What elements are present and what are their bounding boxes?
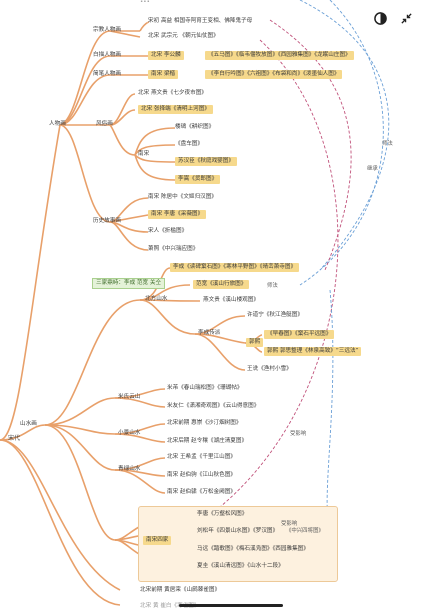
node-north-li[interactable]: 李成传派 [198,330,221,336]
node-landscape[interactable]: 山水画 [20,421,37,427]
node-mi-1[interactable]: 米芾《春山瑞松图》《珊瑚帖》 [167,385,243,391]
node-bottom-1[interactable]: 北宋前期 黄居寀《山鹧棘雀图》 [140,587,221,593]
node-rustic-1[interactable]: 南宋 梁楷 [148,70,179,79]
node-north-8[interactable]: 王诜《渔村小雪》 [247,366,292,372]
node-religious-2[interactable]: 北宋 武宗元 《朝元仙仗图》 [148,33,219,39]
node-genre-3[interactable]: 楼璹《耕织图》 [175,124,215,130]
node-literati-1[interactable]: 北宋 李公麟 [148,51,184,60]
node-genre-3b[interactable]: 《盘车图》 [175,141,203,147]
link-label-f: 受影响 [290,431,307,437]
node-genre-2[interactable]: 北宋 张择端《清明上河图》 [138,105,213,114]
link-label-d: 继承 [367,166,378,172]
node-literati[interactable]: 白描人物画 [93,52,121,58]
node-blue[interactable]: 青绿山水 [118,466,141,472]
node-blue-1[interactable]: 北宋 王希孟《千里江山图》 [167,454,236,460]
node-north-2[interactable]: 范宽《溪山行旅图》 [193,280,250,289]
theme-toggle-button[interactable] [372,10,388,26]
node-four-2[interactable]: 刘松年《四景山水图》《罗汉图》 [197,528,279,534]
node-north-6[interactable]: 郭熙 [246,338,264,347]
link-label-g: 受影响 [281,521,298,527]
node-figure-painting[interactable]: 人物画 [49,121,66,127]
node-genre-south[interactable]: 南宋 [138,151,150,157]
node-genre-5[interactable]: 李嵩《货郎图》 [175,175,221,184]
node-north[interactable]: 北方山水 [145,296,168,302]
node-blue-2[interactable]: 南宋 赵伯驹《江山秋色图》 [167,472,236,478]
collapse-arrows-icon [400,12,412,24]
node-north-5[interactable]: 《早春图》《窠石平远图》 [264,330,335,339]
collapse-button[interactable] [398,10,414,26]
node-genre-1[interactable]: 北宋 燕文贵《七夕夜市图》 [138,90,207,96]
node-north-1[interactable]: 李成《读碑窠石图》《寒林平野图》《晴峦萧寺图》 [170,263,300,272]
node-north-2-note: 师法 [267,283,278,289]
node-four-3[interactable]: 马远《踏歌图》《梅石溪凫图》《西园雅集图》 [197,546,309,552]
contrast-icon [373,11,387,25]
node-four[interactable]: 南宋四家 [143,536,172,545]
node-history-3[interactable]: 宋人《折槛图》 [148,228,188,234]
southern-song-group-box [138,506,338,582]
node-rustic[interactable]: 简笔人物画 [93,71,121,77]
home-indicator-bar[interactable] [179,604,283,607]
link-label-a: 师法 [382,141,393,147]
node-green-2[interactable]: 北宋后期 赵令穰《湖庄清夏图》 [167,438,248,444]
node-mi-2[interactable]: 米友仁《潇湘奇观图》《云山得意图》 [167,403,260,409]
root-node[interactable]: 宋代 [8,435,21,442]
node-north-4[interactable]: 许道宁《秋江渔艇图》 [247,312,303,318]
node-history[interactable]: 历史故事画 [93,218,121,224]
node-four-1[interactable]: 李唐《万壑松风图》 [197,511,248,517]
node-bottom-2[interactable]: 北宋 黄 崔白《寒雀图》 [140,603,200,609]
node-history-4[interactable]: 萧照《中兴瑞应图》 [148,246,199,252]
node-four-4[interactable]: 夏圭《溪山清远图》《山水十二段》 [197,563,284,569]
node-religious-1[interactable]: 宋初 高益 相国寺阿育王变相、佛降鬼子母 [148,18,253,24]
node-rustic-2[interactable]: 《李白行吟图》《六祖图》《布袋和尚》《泼墨仙人图》 [205,70,343,79]
node-three-masters[interactable]: 三家鼎峙：李成 范宽 关仝 [92,278,166,289]
top-fragment: ••• [140,0,150,5]
node-mi[interactable]: 米氏云山 [118,394,141,400]
node-green-1[interactable]: 北宋前期 惠崇《沙汀烟树图》 [167,420,242,426]
node-genre[interactable]: 风俗画 [96,121,113,127]
node-north-3[interactable]: 燕文贵《溪山楼观图》 [203,297,259,303]
node-blue-3[interactable]: 南宋 赵伯骕《万松金阙图》 [167,489,236,495]
node-history-2[interactable]: 南宋 李唐《采薇图》 [148,210,207,219]
node-four-note1: 《中兴四将图》 [286,528,324,534]
node-green[interactable]: 小景山水 [118,430,141,436]
node-genre-4[interactable]: 苏汉臣《秋庭戏婴图》 [175,157,237,166]
node-religious[interactable]: 宗教人物画 [93,27,121,33]
node-literati-2[interactable]: 《五马图》《临韦偃牧放图》《西园雅集图》《龙眠山庄图》 [205,51,354,60]
node-north-7[interactable]: 郭熙 郭思整理《林泉高致》“三远法” [264,347,362,356]
node-history-1[interactable]: 南宋 陈居中《文姬归汉图》 [148,194,217,200]
